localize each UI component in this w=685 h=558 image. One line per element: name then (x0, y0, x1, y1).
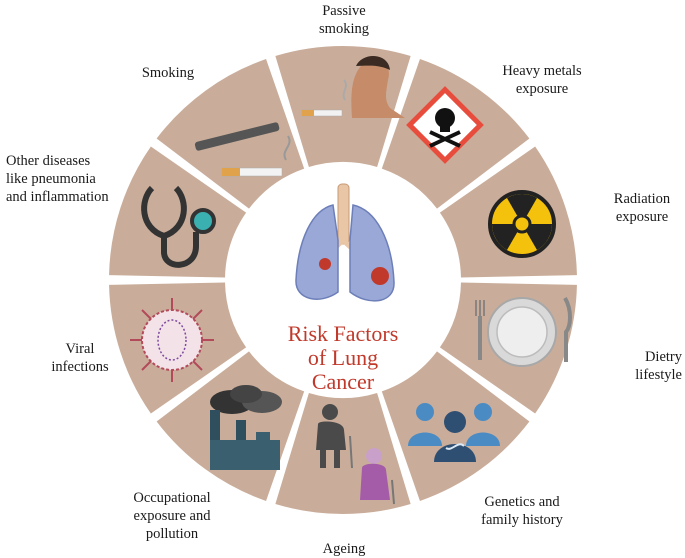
toxic-skull-icon (406, 86, 484, 164)
label-occupational: Occupational exposure and pollution (133, 490, 211, 542)
lungs-icon (295, 183, 395, 302)
center-disc (233, 170, 453, 390)
family-dna-icon (408, 403, 500, 462)
segment-other-diseases (109, 146, 247, 278)
label-heavy-metals: Heavy metals exposure (502, 63, 582, 97)
label-smoking: Smoking (141, 65, 195, 81)
passive-smoker-icon (301, 55, 405, 118)
virus-icon (130, 298, 214, 382)
label-diet: Dietry lifestyle (635, 349, 682, 383)
label-radiation: Radiation exposure (613, 191, 671, 225)
label-ageing: Ageing (322, 541, 366, 557)
label-viral: Viral infections (51, 341, 109, 375)
radiation-icon (488, 190, 556, 258)
plate-cutlery-icon (475, 296, 572, 367)
elderly-people-icon (316, 404, 395, 505)
label-passive-smoking: Passive smoking (319, 3, 369, 37)
center-title: Risk Factors of Lung Cancer (287, 321, 399, 394)
factory-pollution-icon (210, 385, 282, 470)
label-genetics: Genetics and family history (481, 494, 563, 528)
stethoscope-icon (141, 185, 216, 268)
label-other-diseases: Other diseases like pneumonia and inflam… (6, 153, 109, 205)
cigarette-icon (194, 122, 291, 177)
